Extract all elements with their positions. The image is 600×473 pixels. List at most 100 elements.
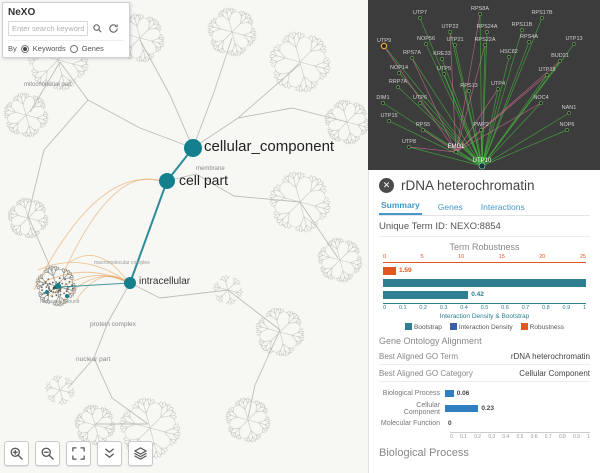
gene-node-RPS22A[interactable] <box>483 43 487 47</box>
gene-node-UTP10[interactable] <box>478 162 486 170</box>
ontology-tree-canvas[interactable] <box>0 0 368 473</box>
tree-node-cellular-component[interactable] <box>184 139 202 157</box>
tree-node-cluster-term[interactable] <box>45 290 49 294</box>
radio-genes-label[interactable]: Genes <box>81 44 104 53</box>
gene-node-RPS8A[interactable] <box>478 12 482 16</box>
collapse-levels-button[interactable] <box>97 441 122 466</box>
gene-label-RPS11B[interactable]: RPS11B <box>512 22 533 28</box>
gene-label-UTP9[interactable]: UTP9 <box>377 38 391 44</box>
gene-label-UTP18[interactable]: UTP18 <box>538 67 555 73</box>
tree-node-intracellular[interactable] <box>124 277 136 289</box>
gene-label-UTP15[interactable]: UTP15 <box>380 113 397 119</box>
gene-node-PWP2[interactable] <box>479 128 483 132</box>
tree-node-cluster-term[interactable] <box>65 294 69 298</box>
gene-label-HSC82[interactable]: HSC82 <box>500 49 518 55</box>
tree-label-cellular-component[interactable]: cellular_component <box>204 138 335 155</box>
gene-label-NOP14[interactable]: NOP14 <box>390 65 408 71</box>
gene-node-RPS5[interactable] <box>421 128 425 132</box>
gene-label-RPS17B[interactable]: RPS17B <box>531 10 552 16</box>
reset-icon[interactable] <box>107 22 120 35</box>
gene-node-RPS4A[interactable] <box>527 40 531 44</box>
gene-node-NOP6[interactable] <box>565 128 569 132</box>
gene-label-EMG1[interactable]: EMG1 <box>447 144 465 150</box>
gene-label-DIM1[interactable]: DIM1 <box>376 95 389 101</box>
tree-node-cell-part[interactable] <box>159 173 175 189</box>
gene-label-UTP4[interactable]: UTP4 <box>491 81 505 87</box>
tree-label-membrane[interactable]: membrane <box>196 166 225 172</box>
gene-label-RPS24A[interactable]: RPS24A <box>476 24 497 30</box>
radio-keywords-label[interactable]: Keywords <box>32 44 66 53</box>
gene-label-UTP8[interactable]: UTP8 <box>402 139 416 145</box>
gene-node-NAN1[interactable] <box>567 111 571 115</box>
gene-node-UTP21[interactable] <box>453 43 457 47</box>
fit-to-screen-button[interactable] <box>66 441 91 466</box>
gene-node-UTP9[interactable] <box>380 42 388 50</box>
tree-label-cell-part[interactable]: cell part <box>179 172 229 188</box>
tree-node-cluster-term[interactable] <box>55 283 61 289</box>
tree-label-mitochondrial-part[interactable]: mitochondrial part <box>24 82 72 88</box>
gene-label-RPS7A[interactable]: RPS7A <box>403 50 421 56</box>
gene-label-NOP6[interactable]: NOP6 <box>560 122 575 128</box>
gene-label-UTP5[interactable]: UTP5 <box>437 66 451 72</box>
search-icon[interactable] <box>91 22 104 35</box>
radio-genes[interactable] <box>69 44 78 53</box>
gene-label-NAN1[interactable]: NAN1 <box>562 105 577 111</box>
gene-node-NOC4[interactable] <box>539 101 543 105</box>
gene-node-UTP13[interactable] <box>572 42 576 46</box>
tree-label-ribosomal-subunit[interactable]: ribosomal subunit <box>40 299 80 305</box>
tree-label-intracellular[interactable]: intracellular <box>139 276 191 287</box>
layers-button[interactable] <box>128 441 153 466</box>
gene-label-RRP7A[interactable]: RRP7A <box>389 79 408 85</box>
gene-label-UTP6[interactable]: UTP6 <box>413 95 427 101</box>
gene-node-NOP14[interactable] <box>397 71 401 75</box>
gene-label-RPS22A[interactable]: RPS22A <box>474 37 495 43</box>
gene-node-UTP6[interactable] <box>418 101 422 105</box>
close-icon[interactable]: ✕ <box>379 178 394 193</box>
gene-label-UTP7[interactable]: UTP7 <box>413 10 427 16</box>
gene-label-UTP21[interactable]: UTP21 <box>446 37 463 43</box>
gene-label-RPS4A[interactable]: RPS4A <box>520 34 538 40</box>
gene-node-NOP56[interactable] <box>424 42 428 46</box>
gene-network-panel[interactable]: RPS8A UTP7 RPS17B UTP22 RPS24A RPS11B UTP9 NOP5… <box>368 0 600 170</box>
gene-node-UTP22[interactable] <box>448 30 452 34</box>
gene-label-NOC4[interactable]: NOC4 <box>533 95 548 101</box>
gene-node-UTP18[interactable] <box>545 73 549 77</box>
gene-node-UTP15[interactable] <box>387 119 391 123</box>
gene-node-KRE33[interactable] <box>440 57 444 61</box>
tree-label-macromolecular-complex[interactable]: macromolecular complex <box>94 260 150 266</box>
tree-label-protein-complex[interactable]: protein complex <box>90 321 136 328</box>
gene-node-EMG1[interactable] <box>454 150 458 154</box>
gene-node-DIM1[interactable] <box>381 101 385 105</box>
gene-label-PWP2[interactable]: PWP2 <box>473 122 489 128</box>
gene-node-UTP8[interactable] <box>407 145 411 149</box>
search-input[interactable] <box>8 21 88 36</box>
gene-node-UTP7[interactable] <box>418 16 422 20</box>
zoom-out-button[interactable] <box>35 441 60 466</box>
gene-node-UTP4[interactable] <box>496 87 500 91</box>
gene-label-RPS8A[interactable]: RPS8A <box>471 6 489 12</box>
gene-label-RPS13[interactable]: RPS13 <box>460 83 477 89</box>
gene-label-BUD21[interactable]: BUD21 <box>551 53 569 59</box>
gene-label-UTP13[interactable]: UTP13 <box>565 36 582 42</box>
gene-label-UTP22[interactable]: UTP22 <box>441 24 458 30</box>
gene-node-RPS13[interactable] <box>467 89 471 93</box>
gene-node-BUD21[interactable] <box>558 59 562 63</box>
tree-label-nuclear-part[interactable]: nuclear part <box>76 356 111 363</box>
gene-node-RPS24A[interactable] <box>485 30 489 34</box>
radio-keywords[interactable] <box>20 44 29 53</box>
tab-interactions[interactable]: Interactions <box>480 202 525 212</box>
gene-node-RPS7A[interactable] <box>410 56 414 60</box>
gene-node-RPS11B[interactable] <box>520 28 524 32</box>
gene-node-RRP7A[interactable] <box>396 85 400 89</box>
ontology-tree-panel[interactable]: mitochondrial part cellular_component ce… <box>0 0 368 473</box>
gene-label-UTP10[interactable]: UTP10 <box>473 158 492 164</box>
zoom-in-button[interactable] <box>4 441 29 466</box>
tab-genes[interactable]: Genes <box>437 202 463 212</box>
gene-label-KRE33[interactable]: KRE33 <box>433 51 450 57</box>
gene-label-NOP56[interactable]: NOP56 <box>417 36 435 42</box>
tab-summary[interactable]: Summary <box>379 200 422 215</box>
gene-node-UTP5[interactable] <box>442 72 446 76</box>
gene-node-HSC82[interactable] <box>507 55 511 59</box>
gene-node-RPS17B[interactable] <box>540 16 544 20</box>
gene-label-RPS5[interactable]: RPS5 <box>416 122 430 128</box>
